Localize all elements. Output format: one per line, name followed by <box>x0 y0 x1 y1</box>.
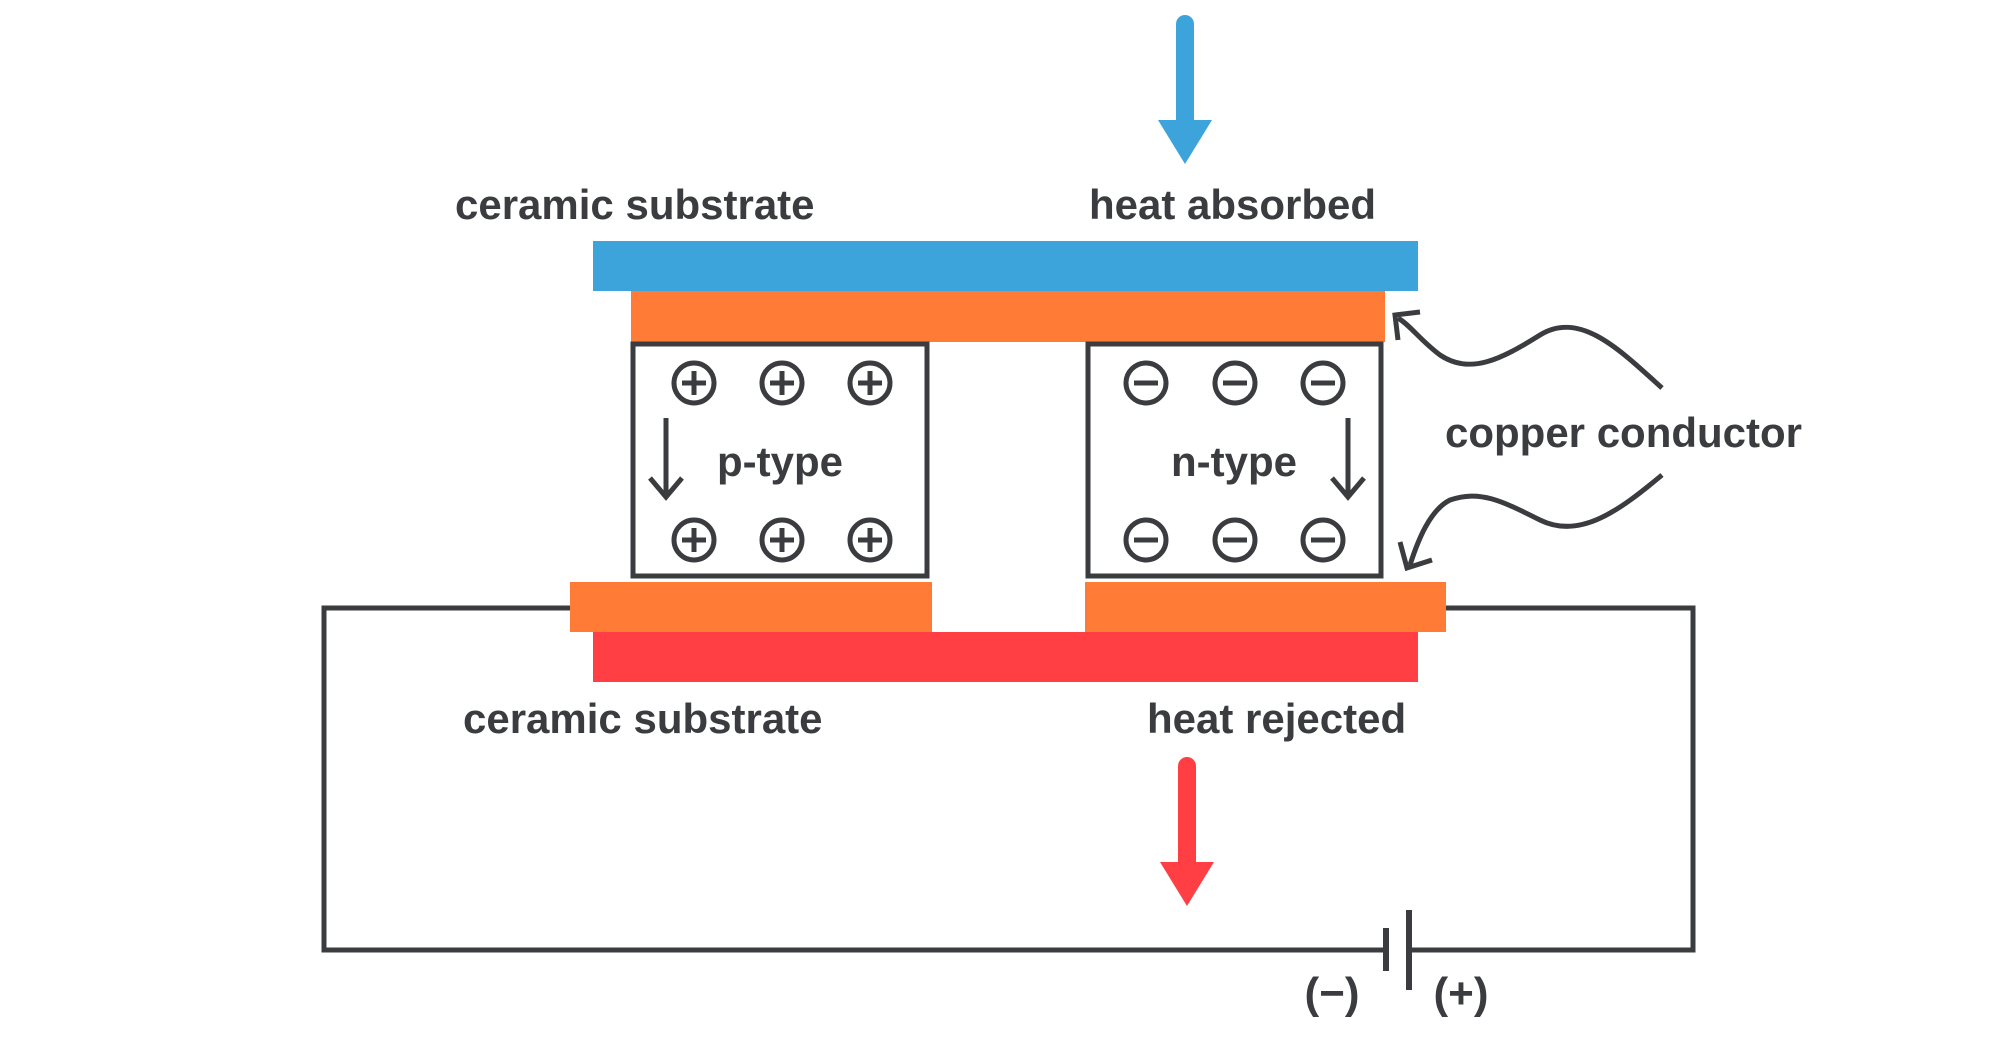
hole-icon <box>759 517 805 563</box>
hole-icon <box>847 517 893 563</box>
electron-icon <box>1123 360 1169 406</box>
heat-absorbed-label: heat absorbed <box>1089 181 1376 228</box>
hole-icon <box>847 360 893 406</box>
n-type-block: n-type <box>1085 341 1384 579</box>
positive-terminal-label: (+) <box>1434 969 1489 1018</box>
hole-icon <box>671 360 717 406</box>
n-type-carriers <box>1123 360 1346 563</box>
copper-conductor-label: copper conductor <box>1445 409 1802 456</box>
heat-absorbed-arrow <box>1158 15 1212 164</box>
copper-conductor-pointer-bottom <box>1397 473 1664 572</box>
top-substrate-label: ceramic substrate <box>455 181 815 228</box>
electron-icon <box>1212 517 1258 563</box>
electron-icon <box>1123 517 1169 563</box>
negative-terminal-label: (−) <box>1305 969 1360 1018</box>
p-type-block: p-type <box>630 341 930 579</box>
p-type-carriers <box>671 360 893 563</box>
bottom-copper-conductor-left <box>570 582 932 632</box>
n-type-carrier-flow-arrow <box>1330 418 1366 501</box>
copper-conductor-pointer-top <box>1392 309 1664 390</box>
electron-icon <box>1212 360 1258 406</box>
heat-rejected-label: heat rejected <box>1147 695 1406 742</box>
heat-rejected-arrow <box>1160 757 1214 906</box>
hole-icon <box>671 517 717 563</box>
battery-icon <box>1383 910 1412 990</box>
top-ceramic-substrate <box>593 241 1418 291</box>
p-type-carrier-flow-arrow <box>648 418 684 501</box>
p-type-label: p-type <box>717 438 843 485</box>
electron-icon <box>1300 360 1346 406</box>
bottom-substrate-label: ceramic substrate <box>463 695 823 742</box>
electron-icon <box>1300 517 1346 563</box>
bottom-copper-conductor-right <box>1085 582 1446 632</box>
external-circuit <box>321 605 1696 953</box>
n-type-label: n-type <box>1171 438 1297 485</box>
bottom-ceramic-substrate <box>593 632 1418 682</box>
top-copper-conductor <box>631 291 1385 342</box>
hole-icon <box>759 360 805 406</box>
